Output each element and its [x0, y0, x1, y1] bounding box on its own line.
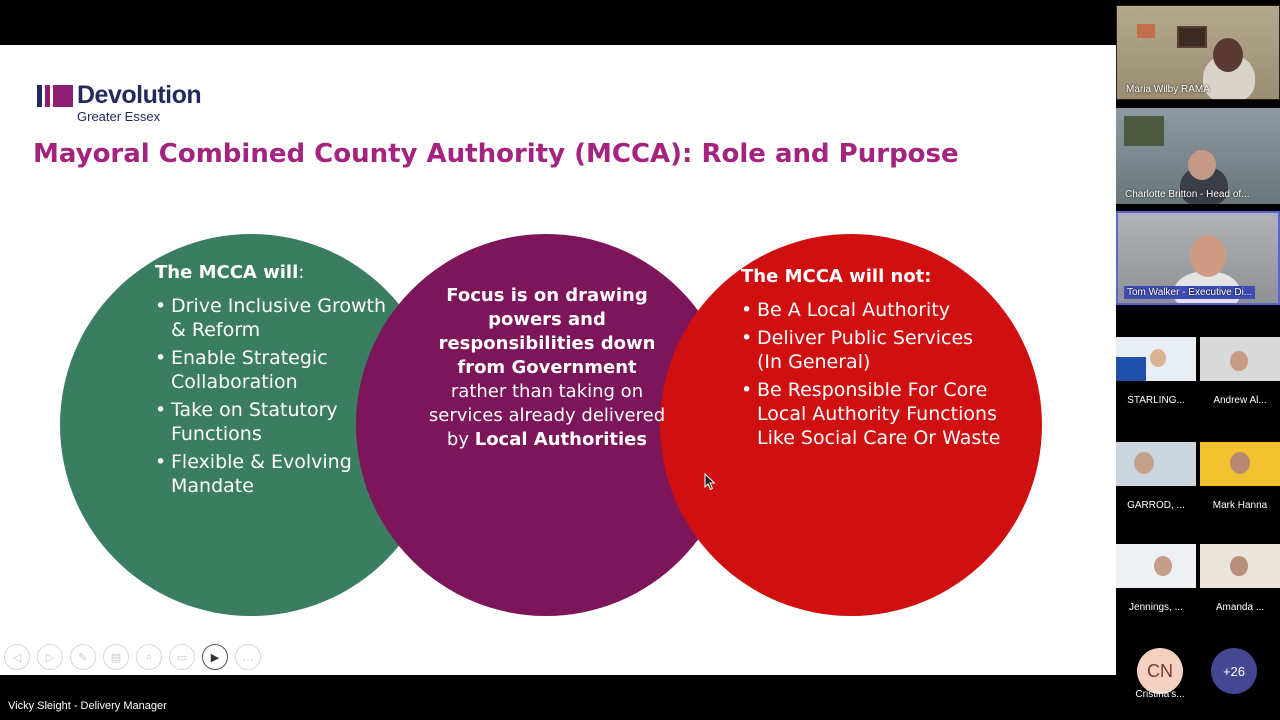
slide-title: Mayoral Combined County Authority (MCCA)… — [33, 139, 959, 169]
devolution-logo: Devolution Greater Essex — [37, 81, 237, 127]
participant-tile-active-speaker[interactable]: Tom Walker - Executive Di... — [1116, 211, 1280, 305]
participant-name: STARLING... — [1127, 395, 1185, 406]
wall-picture — [1137, 24, 1155, 38]
more-icon[interactable]: … — [235, 644, 261, 670]
will-item: Take on Statutory Functions — [155, 398, 405, 446]
participant-video — [1200, 337, 1280, 381]
focus-bold-text: Focus is on drawing powers and responsib… — [438, 285, 656, 378]
logo-mark-icon — [37, 85, 73, 107]
previous-icon[interactable]: ◁ — [4, 644, 30, 670]
focus-bold-end: Local Authorities — [474, 429, 648, 450]
will-not-list: Be A Local Authority Deliver Public Serv… — [741, 298, 1001, 450]
participant-name: Tom Walker - Executive Di... — [1124, 286, 1256, 299]
participant-name: Mark Hanna — [1212, 500, 1268, 511]
participant-name: GARROD, ... — [1127, 500, 1185, 511]
participant-tile[interactable]: Charlotte Britton - Head of... — [1116, 108, 1280, 204]
participant-video — [1200, 442, 1280, 486]
participant-tile-pair[interactable]: Jennings, ... Amanda ... — [1116, 544, 1280, 624]
camera-icon[interactable]: ▶ — [202, 644, 228, 670]
participant-tile[interactable]: Maria Wilby RAMA — [1116, 5, 1280, 100]
participant-tile-pair[interactable]: STARLING... Andrew Al... — [1116, 337, 1280, 417]
participant-head — [1213, 38, 1243, 72]
will-list: Drive Inclusive Growth & Reform Enable S… — [155, 294, 405, 498]
will-text-block: The MCCA will: Drive Inclusive Growth & … — [155, 262, 405, 502]
participant-video — [1200, 544, 1280, 588]
participant-name: Amanda ... — [1215, 602, 1265, 613]
participant-name: Cristina's... — [1135, 689, 1185, 700]
participant-avatar[interactable]: CN — [1137, 648, 1183, 694]
pen-icon[interactable]: ✎ — [70, 644, 96, 670]
will-not-text-block: The MCCA will not: Be A Local Authority … — [741, 266, 1001, 454]
more-participants-button[interactable]: +26 — [1211, 648, 1257, 694]
participant-name: Maria Wilby RAMA — [1126, 84, 1210, 95]
will-not-item: Be A Local Authority — [741, 298, 1001, 322]
focus-text-block: Focus is on drawing powers and responsib… — [428, 284, 666, 452]
will-heading: The MCCA will: — [155, 262, 305, 283]
participant-name: Andrew Al... — [1213, 395, 1267, 406]
focus-normal-text: rather than taking on services already d… — [428, 381, 666, 450]
will-item: Flexible & Evolving Mandate — [155, 450, 405, 498]
will-not-item: Deliver Public Services (In General) — [741, 326, 1001, 374]
subtitles-icon[interactable]: ▭ — [169, 644, 195, 670]
participant-video — [1116, 544, 1196, 588]
participant-video — [1116, 337, 1196, 381]
plant-background — [1124, 116, 1164, 146]
participant-name: Jennings, ... — [1129, 602, 1183, 613]
logo-subtitle: Greater Essex — [77, 109, 161, 124]
logo-wordmark: Devolution — [77, 81, 202, 109]
participant-tile-pair[interactable]: GARROD, ... Mark Hanna — [1116, 442, 1280, 522]
participant-head — [1190, 235, 1226, 277]
participant-video — [1116, 442, 1196, 486]
will-not-heading: The MCCA will not: — [741, 266, 932, 287]
participant-name: Charlotte Britton - Head of... — [1125, 189, 1250, 200]
participant-sidebar: Maria Wilby RAMA Charlotte Britton - Hea… — [1116, 0, 1280, 720]
slides-icon[interactable]: ▤ — [103, 644, 129, 670]
presenter-name: Vicky Sleight - Delivery Manager — [8, 700, 167, 712]
will-item: Enable Strategic Collaboration — [155, 346, 405, 394]
next-icon[interactable]: ▷ — [37, 644, 63, 670]
wall-picture — [1177, 26, 1207, 48]
will-not-item: Be Responsible For Core Local Authority … — [741, 378, 1001, 450]
mouse-cursor-icon — [704, 473, 716, 491]
participant-head — [1188, 150, 1216, 180]
will-item: Drive Inclusive Growth & Reform — [155, 294, 405, 342]
zoom-icon[interactable]: ⌕ — [136, 644, 162, 670]
slide-controls: ◁ ▷ ✎ ▤ ⌕ ▭ ▶ … — [4, 644, 261, 670]
